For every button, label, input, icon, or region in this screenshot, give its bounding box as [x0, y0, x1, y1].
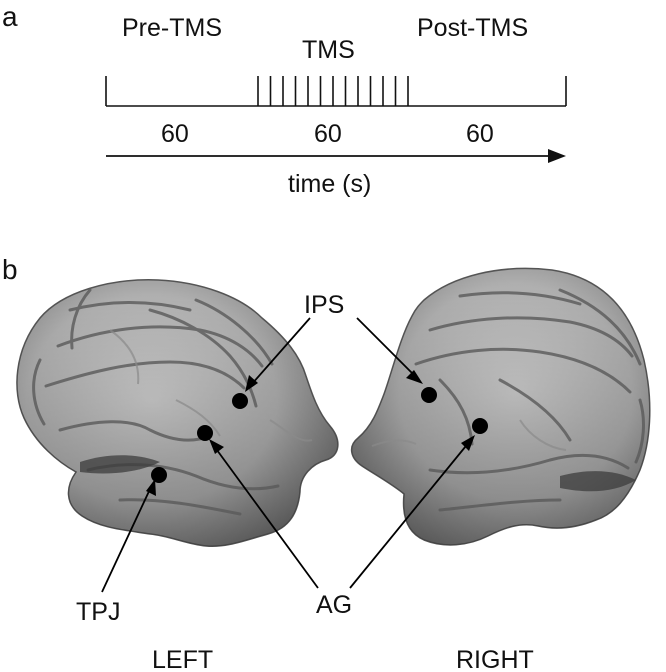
tms-label: TMS — [302, 36, 355, 64]
arrowhead-icon — [406, 370, 423, 384]
tpj-left-marker — [151, 467, 167, 483]
duration-tms: 60 — [314, 120, 342, 148]
duration-pre: 60 — [161, 120, 189, 148]
ips-left-arrow — [250, 317, 311, 386]
right-hemisphere-label: RIGHT — [456, 646, 534, 672]
arrowhead-icon — [461, 435, 475, 451]
left-hemisphere-label: LEFT — [152, 646, 213, 672]
panel-b-letter: b — [2, 254, 18, 285]
ag-left-marker — [197, 425, 213, 441]
ag-right-arrow — [349, 440, 471, 589]
ips-right-marker — [421, 387, 437, 403]
tms-timeline-diagram: a Pre-TMS TMS Post-TMS 60 60 60 time (s) — [2, 1, 567, 198]
ag-left-arrow — [213, 445, 319, 589]
ag-right-marker — [472, 418, 488, 434]
tpj-label: TPJ — [76, 598, 120, 626]
arrowhead-icon — [146, 479, 156, 496]
ag-label: AG — [316, 591, 352, 619]
arrowhead-icon — [548, 149, 566, 163]
duration-post: 60 — [466, 120, 494, 148]
time-axis-label: time (s) — [288, 170, 371, 198]
ips-left-marker — [232, 393, 248, 409]
time-arrow — [106, 149, 566, 163]
arrowhead-icon — [245, 375, 258, 392]
arrowhead-icon — [209, 439, 224, 454]
panel-a-letter: a — [2, 1, 18, 32]
ips-right-arrow — [356, 317, 418, 379]
tms-pulse-group — [257, 76, 409, 106]
right-hemisphere-rendering — [350, 267, 651, 546]
left-hemisphere-rendering — [16, 279, 339, 548]
ips-label: IPS — [304, 291, 344, 319]
pre-tms-label: Pre-TMS — [122, 14, 222, 42]
post-tms-label: Post-TMS — [417, 14, 528, 42]
tpj-arrow — [101, 486, 152, 593]
